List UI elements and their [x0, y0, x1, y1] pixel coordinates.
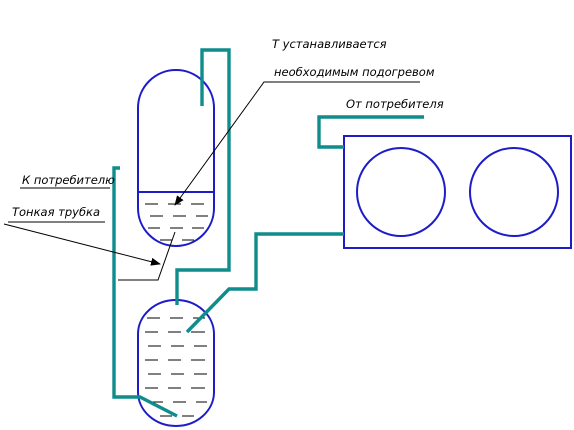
- thin-tube-leader: [3, 223, 161, 266]
- consumer-unit-wheel-left: [356, 147, 446, 237]
- upper-vessel-liquid: [145, 203, 208, 241]
- from-consumer-label: От потребителя: [346, 97, 444, 111]
- heating-label-line2: необходимым подогревом: [274, 65, 435, 79]
- heating-label-line1: Т устанавливается: [272, 37, 387, 51]
- thin-tube-label: Тонкая трубка: [12, 205, 100, 219]
- heating-label-leader: [174, 81, 420, 206]
- lower-vessel-liquid: [145, 317, 207, 417]
- consumer-unit-frame: [343, 135, 572, 249]
- pipe-upper-vessel-outlet: [175, 48, 231, 305]
- thin-tube-line: [118, 231, 176, 281]
- consumer-unit: [343, 135, 572, 249]
- lower-vessel: [137, 299, 215, 427]
- pipe-to-consumer: [112, 166, 178, 418]
- upper-vessel: [137, 69, 215, 247]
- pipe-consumer-return: [185, 232, 344, 334]
- consumer-unit-wheel-right: [469, 147, 559, 237]
- to-consumer-label: К потребителю: [22, 173, 115, 187]
- pipe-from-consumer: [317, 115, 424, 149]
